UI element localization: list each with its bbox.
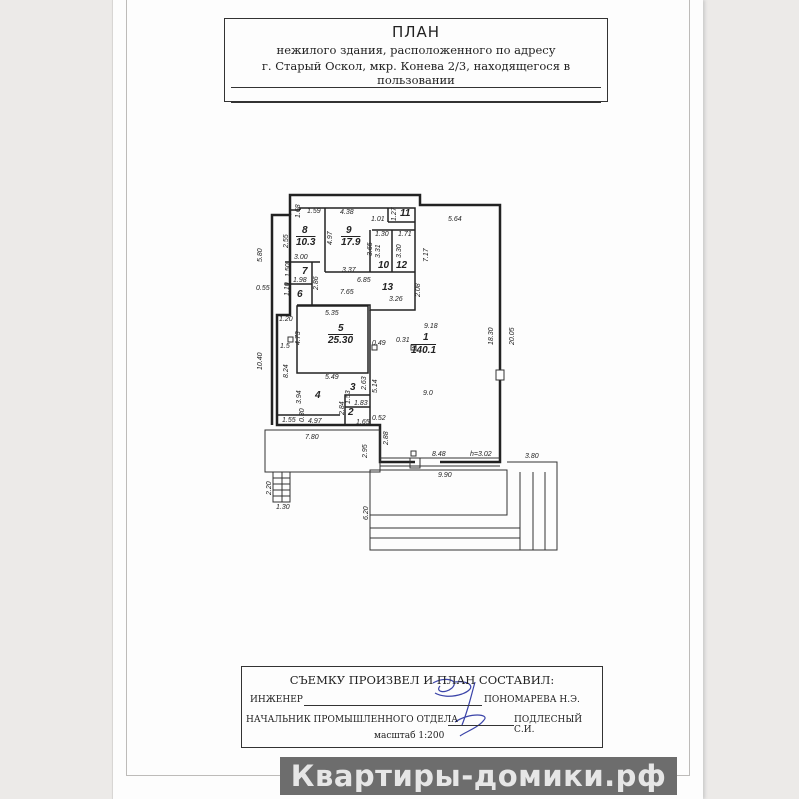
room-number: 4 (314, 390, 321, 401)
windows (380, 369, 505, 469)
dim: 1.68 (295, 204, 302, 218)
dim: 5.49 (325, 374, 339, 381)
dim: 3.31 (375, 244, 382, 258)
plan-subtitle: нежилого здания, расположенного по адрес… (276, 43, 556, 57)
chief-role: НАЧАЛЬНИК ПРОМЫШЛЕННОГО ОТДЕЛА (246, 715, 459, 725)
dim: 6.20 (363, 506, 370, 520)
dim: 0.55 (256, 285, 270, 292)
dim: 7.17 (423, 247, 430, 262)
dim: 3.37 (342, 267, 357, 274)
dim: 4.73 (295, 331, 302, 345)
dim: 2.63 (361, 376, 368, 391)
room-number: 12 (396, 260, 408, 271)
signature-block: СЪЕМКУ ПРОИЗВЕЛ И ПЛАН СОСТАВИЛ: ИНЖЕНЕР… (241, 666, 603, 748)
dim: 1.53 (345, 390, 352, 404)
dim: 0.30 (299, 408, 306, 422)
dim: 9.18 (424, 323, 438, 330)
dim: 4.97 (308, 418, 323, 425)
dim: 1.20 (279, 316, 293, 323)
dim: 6.85 (357, 277, 371, 284)
dim: 0.31 (396, 337, 410, 344)
title-block: ПЛАН нежилого здания, расположенного по … (224, 18, 608, 103)
room-number: 10 (378, 260, 390, 271)
room-number: 8 (302, 225, 308, 236)
dim: 4.38 (340, 209, 354, 216)
dim: 8.48 (432, 451, 446, 458)
engineer-name: ПОНОМАРЕВА Н.Э. (484, 695, 580, 705)
dim: 1.83 (354, 400, 368, 407)
dim: 1.71 (398, 231, 412, 238)
dim: 1.30 (276, 504, 290, 511)
dim: 5.80 (257, 248, 264, 262)
chief-sign-line (448, 725, 514, 726)
dim: 0.49 (372, 340, 386, 347)
room-area: 17.9 (341, 237, 361, 248)
signature-title: СЪЕМКУ ПРОИЗВЕЛ И ПЛАН СОСТАВИЛ: (289, 673, 555, 687)
room-area: 25.30 (327, 335, 353, 346)
dim: 3.80 (525, 453, 539, 460)
dim: 9.90 (438, 472, 452, 479)
dim: 5.35 (325, 310, 339, 317)
chief-name: ПОДЛЕСНЫЙ С.И. (514, 715, 583, 735)
dim: 1.50 (285, 263, 292, 277)
room-number: 3 (350, 382, 356, 393)
dimension-labels: 1.59 1.68 4.38 1.01 1.27 5.64 2.55 4.97 … (256, 204, 539, 520)
dim: 5.64 (448, 216, 462, 223)
dim: 3.26 (389, 296, 403, 303)
engineer-role: ИНЖЕНЕР (250, 695, 303, 705)
room-number: 7 (302, 266, 308, 277)
dim: 4.97 (327, 230, 334, 245)
dim: 2.95 (362, 444, 369, 459)
dim: 8.24 (283, 364, 290, 378)
dim: 1.65 (356, 419, 370, 426)
dim: 1.10 (284, 282, 291, 296)
room-number: 5 (338, 323, 344, 334)
room-number: 1 (423, 332, 429, 343)
dim: 1.5 (280, 343, 290, 350)
dim: 2.08 (415, 283, 422, 298)
dim: 7.80 (305, 434, 319, 441)
room-number: 9 (346, 225, 352, 236)
room-number: 11 (400, 208, 411, 219)
dim: 3.94 (296, 390, 303, 404)
dim: 1.59 (307, 208, 321, 215)
dim: 3.65 (367, 242, 374, 256)
room-area: 140.1 (411, 345, 436, 356)
dim: 1.30 (375, 231, 389, 238)
signatures (432, 678, 486, 737)
dim: 1.98 (293, 277, 307, 284)
inner-walls (277, 207, 416, 425)
room-number: 13 (382, 282, 394, 293)
dim: 7.65 (340, 289, 354, 296)
plan-title: ПЛАН (391, 23, 441, 41)
room-number: 6 (297, 289, 303, 300)
dim: h=3.02 (470, 451, 492, 458)
dim: 5.14 (372, 379, 379, 393)
dim: 2.84 (339, 401, 346, 416)
dim: 20.05 (509, 327, 516, 346)
room-number: 2 (347, 407, 354, 418)
dim: 2.86 (313, 276, 320, 291)
dim: 18.30 (488, 327, 495, 345)
scale-label: масштаб 1:200 (374, 731, 445, 741)
dim: 2.88 (383, 431, 390, 446)
plan-address: г. Старый Оскол, мкр. Конева 2/3, находя… (231, 59, 601, 88)
blank-owner-line (231, 102, 601, 103)
room-area: 10.3 (296, 237, 316, 248)
document-page (112, 0, 703, 799)
dim: 2.20 (266, 481, 273, 496)
dim: 3.00 (294, 254, 308, 261)
engineer-sign-line (304, 705, 482, 706)
watermark-logo: Квартиры-домики.рф (280, 757, 677, 795)
annex-terrace (264, 336, 558, 551)
dim: 1.01 (371, 216, 385, 223)
dim: 3.30 (396, 244, 403, 258)
dim: 1.27 (391, 206, 398, 221)
dim: 10.40 (257, 352, 264, 370)
dim: 0.52 (372, 415, 386, 422)
dim: 9.0 (423, 390, 433, 397)
room-labels: 1 140.1 2 3 4 5 25.30 6 7 8 10.3 9 17.9 … (296, 208, 436, 418)
dim: 2.55 (283, 234, 290, 249)
dim: 1.55 (282, 417, 296, 424)
